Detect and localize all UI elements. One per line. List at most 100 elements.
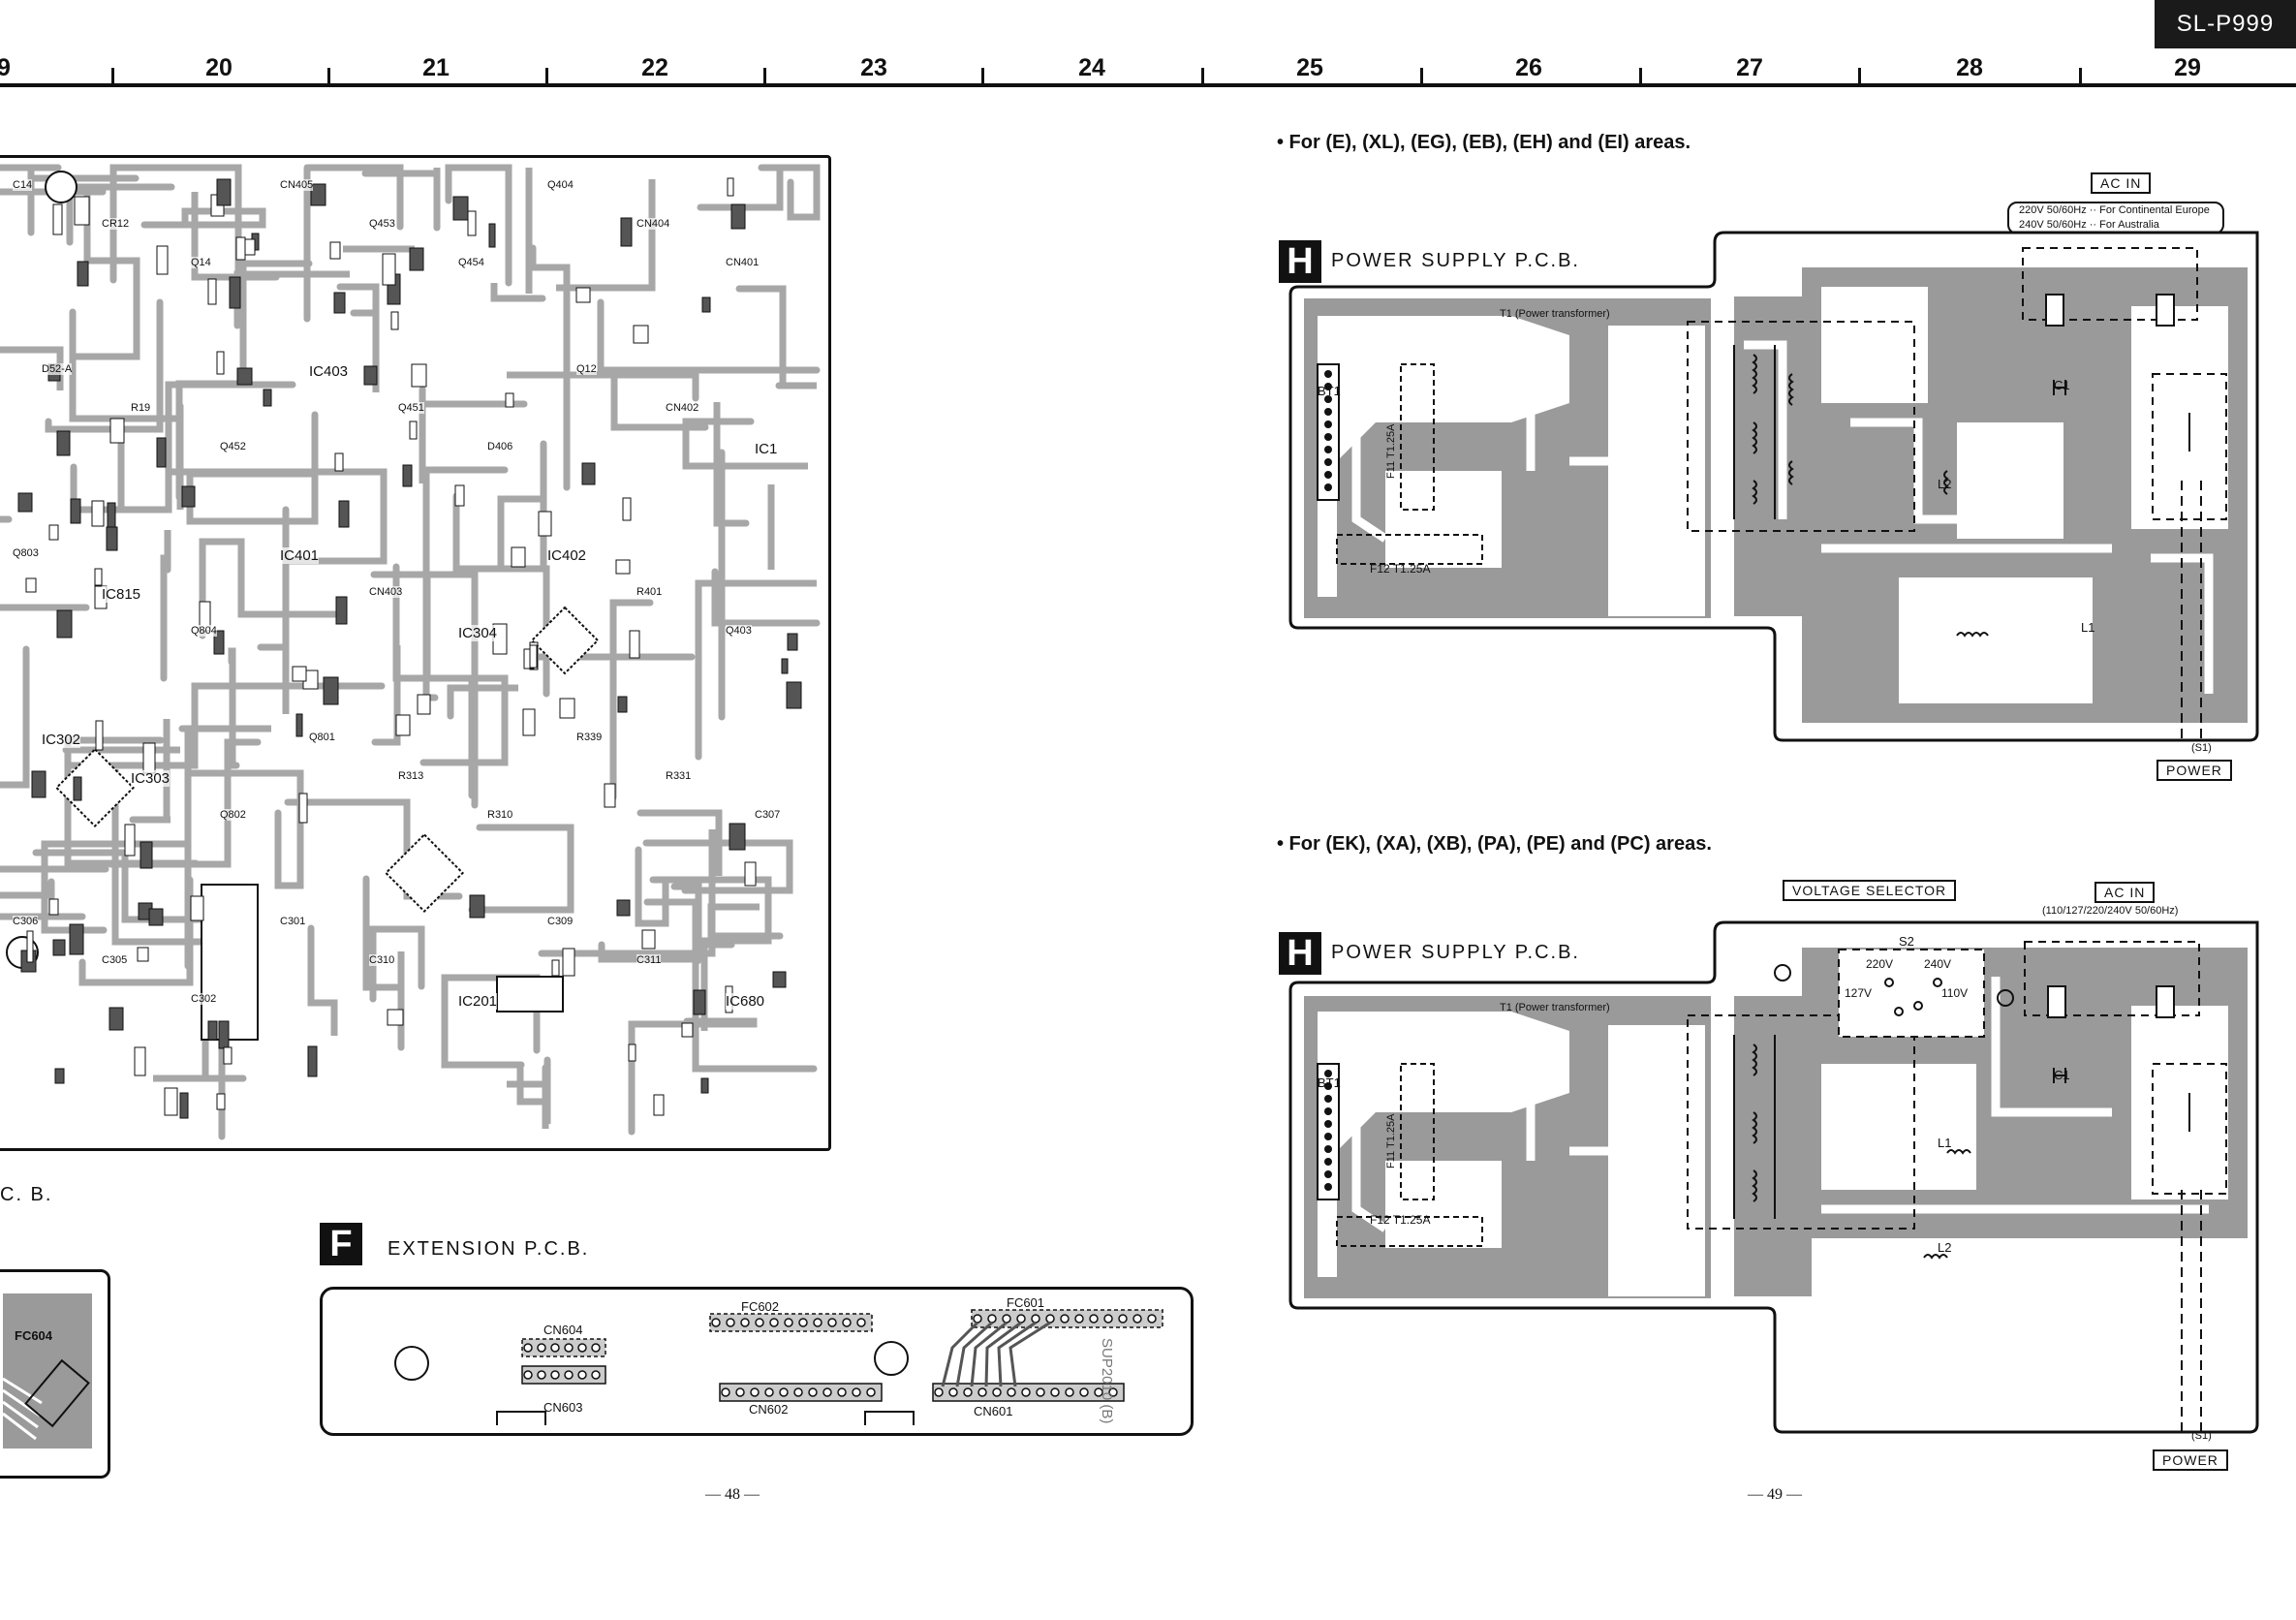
smd-component — [17, 492, 33, 513]
extension-trace — [970, 1321, 1008, 1387]
connector-pin — [822, 1387, 832, 1397]
bt1-pin — [1324, 1070, 1332, 1077]
ic303-chip — [496, 976, 564, 1012]
connector-pin — [866, 1387, 876, 1397]
pcb-trace — [735, 285, 817, 389]
pcb-trace — [392, 563, 509, 766]
bt1-pin — [1324, 1183, 1332, 1191]
smd-component — [620, 217, 633, 247]
component-ref: Q453 — [369, 218, 395, 230]
extension-title: EXTENSION P.C.B. — [388, 1238, 590, 1260]
pcb-trace — [257, 506, 290, 714]
connector-pin — [764, 1387, 774, 1397]
component-ref: IC402 — [547, 547, 587, 564]
power-bottom-badge: H — [1279, 932, 1321, 975]
grid-column-20: 20 — [205, 54, 233, 81]
bt1-pin — [1324, 370, 1332, 378]
smd-component — [395, 714, 411, 736]
connector-pin — [1007, 1387, 1016, 1397]
cn603-label: CN603 — [543, 1400, 583, 1415]
pcb-trace — [610, 372, 709, 431]
pcb-trace — [199, 538, 339, 639]
connector-pin — [842, 1318, 852, 1327]
smd-component — [56, 430, 71, 456]
grid-column-23: 23 — [860, 54, 887, 81]
smd-component — [142, 742, 156, 774]
grid-column-24: 24 — [1078, 54, 1105, 81]
pcb-trace — [228, 647, 240, 769]
component-ref: Q452 — [220, 441, 246, 452]
smd-component — [156, 437, 167, 468]
pcb-trace — [129, 719, 171, 824]
pcb-trace — [529, 244, 571, 491]
smd-component — [616, 899, 631, 917]
pcb-trace — [369, 925, 425, 1003]
connector-pin — [779, 1387, 789, 1397]
connector-pin — [721, 1387, 730, 1397]
connector-pin — [1147, 1314, 1157, 1324]
connector-pin — [755, 1318, 764, 1327]
grid-column-29: 29 — [2174, 54, 2201, 81]
connector-pin — [856, 1318, 866, 1327]
smd-component — [529, 644, 538, 669]
smd-component — [70, 498, 81, 524]
smd-component — [69, 923, 84, 955]
smd-component — [207, 278, 217, 305]
connector-pin — [711, 1318, 721, 1327]
smd-component — [56, 609, 73, 639]
page-number-right: — 49 — — [1748, 1486, 1802, 1503]
grid-tick — [2079, 68, 2082, 85]
pcb-trace — [73, 189, 140, 360]
smd-component — [106, 526, 118, 551]
pcb-trace — [184, 769, 304, 889]
grid-column-21: 21 — [422, 54, 450, 81]
pcb-trace — [447, 684, 518, 720]
pcb-trace — [516, 1064, 549, 1129]
pcb-trace — [0, 878, 55, 899]
smd-component — [292, 666, 307, 682]
grid-tick — [763, 68, 766, 85]
power-top-l2: L2 — [1938, 477, 1952, 491]
power-bottom-ac-in: AC IN — [2094, 882, 2156, 903]
model-label: SL-P999 — [2176, 11, 2275, 37]
bt1-pin — [1324, 471, 1332, 479]
connector-pin — [591, 1343, 601, 1353]
cn602-label: CN602 — [749, 1402, 789, 1417]
component-ref: C302 — [191, 993, 217, 1005]
grid-tick — [545, 68, 548, 85]
pcb-trace — [78, 876, 194, 986]
power-top-badge: H — [1279, 240, 1321, 283]
bt1-pin — [1324, 1133, 1332, 1140]
connector-pin — [1021, 1387, 1031, 1397]
smd-component — [653, 1094, 665, 1116]
connector-pin — [750, 1387, 760, 1397]
smd-component — [95, 720, 104, 751]
component-ref: C310 — [369, 954, 395, 966]
connector-pin — [1074, 1314, 1084, 1324]
smd-component — [538, 511, 552, 537]
connector-pin — [793, 1387, 803, 1397]
main-pcb-label: C. B. — [0, 1184, 53, 1205]
smd-component — [307, 1045, 318, 1077]
pcb-trace — [697, 168, 784, 211]
smd-component — [615, 559, 631, 575]
pcb-trace — [0, 865, 109, 873]
component-ref: C306 — [13, 916, 39, 927]
component-ref: Q802 — [220, 809, 246, 821]
smd-component — [402, 464, 413, 487]
left-small-pcb: FC604 — [0, 1269, 110, 1479]
grid-tick — [1420, 68, 1423, 85]
smd-component — [216, 351, 225, 375]
smd-component — [617, 696, 628, 713]
smd-component — [511, 546, 526, 568]
pcb-trace — [336, 283, 380, 392]
smd-component — [181, 485, 196, 508]
smd-component — [551, 959, 560, 977]
grid-column-9: 9 — [0, 54, 11, 81]
power-bottom-c1: C1 — [2054, 1068, 2070, 1082]
bt1-pin — [1324, 408, 1332, 416]
connector-pin — [1060, 1314, 1070, 1324]
smd-component — [338, 500, 350, 528]
mounting-hole — [45, 171, 78, 203]
pcb-trace — [713, 402, 750, 527]
